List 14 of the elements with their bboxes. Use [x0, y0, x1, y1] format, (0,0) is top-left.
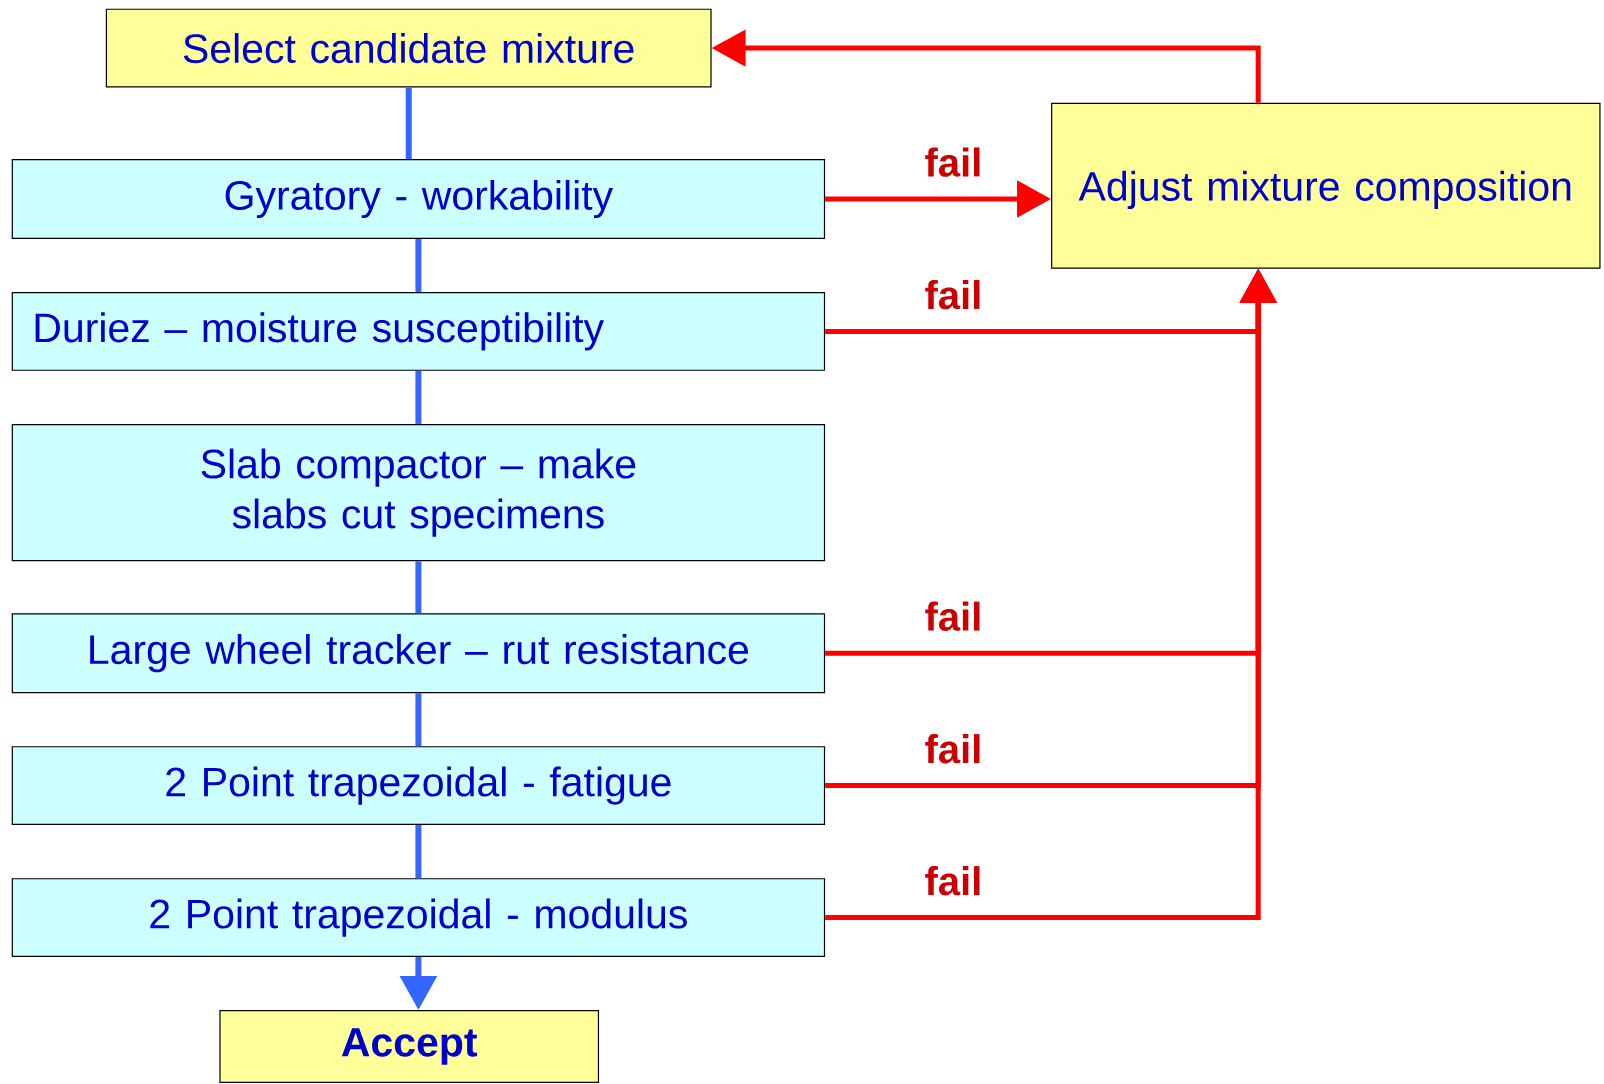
process-box: Slab compactor – make slabs cut specimens	[11, 423, 826, 562]
process-box: Accept	[219, 1010, 600, 1083]
edge-label: fail	[925, 601, 980, 631]
process-box: Select candidate mixture	[105, 8, 712, 88]
edge-label: fail	[925, 279, 980, 310]
process-box: 2 Point trapezoidal - fatigue	[11, 746, 826, 826]
process-box: Large wheel tracker – rut resistance	[11, 613, 826, 694]
process-box: Adjust mixture composition	[1051, 102, 1601, 269]
edge-label: fail	[925, 866, 980, 896]
process-box: Gyratory - workability	[11, 159, 826, 239]
edge-label: fail	[925, 147, 980, 177]
process-box: Duriez – moisture susceptibility	[11, 291, 826, 371]
edge-label: fail	[925, 734, 980, 764]
process-box: 2 Point trapezoidal - modulus	[11, 878, 826, 958]
